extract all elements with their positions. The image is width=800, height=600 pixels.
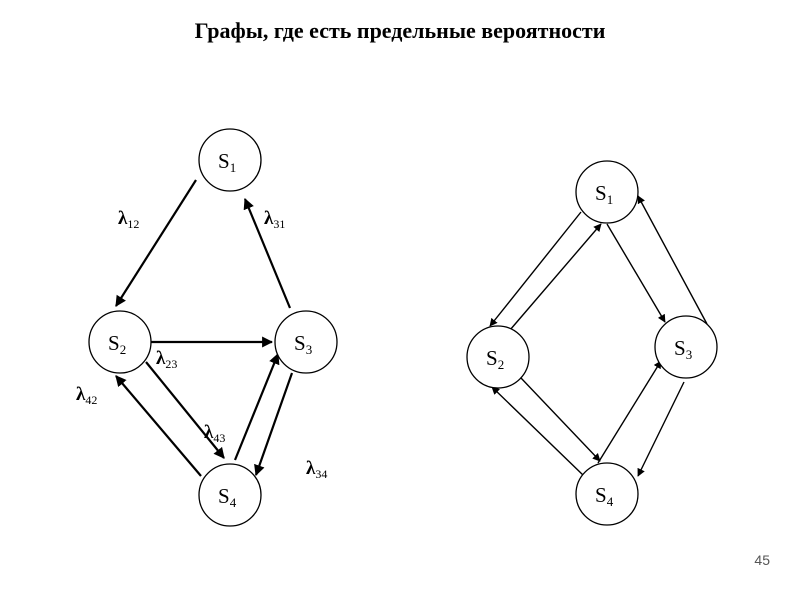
edge-s3-s1: [637, 195, 708, 325]
node-s1: S1: [198, 128, 262, 192]
edge-s4-s3: [233, 352, 280, 461]
edge-label-23: λ23: [156, 348, 177, 371]
node-label: S4: [218, 484, 237, 510]
edge-s2-s1: [509, 223, 602, 331]
edge-s4-s2: [115, 375, 202, 477]
node-circle: [654, 315, 718, 379]
edge-label-31: λ31: [264, 208, 285, 231]
edge-s3-s1: [243, 197, 292, 309]
edge-s1-s2: [489, 211, 582, 327]
edge-label-42: λ42: [76, 384, 97, 407]
node-s3: S3: [274, 310, 338, 374]
node-label: S3: [294, 331, 312, 357]
edge-s3-s4: [637, 381, 685, 477]
node-s4: S4: [575, 462, 639, 526]
node-circle: [198, 463, 262, 527]
edge-s1-s2: [115, 179, 197, 307]
edge-s2-s4: [520, 377, 601, 462]
edge-s4-s3: [597, 360, 662, 464]
edge-s2-s4: [145, 361, 225, 459]
node-s3: S3: [654, 315, 718, 379]
edge-label-34: λ34: [306, 458, 327, 481]
slide-title: Графы, где есть предельные вероятности: [194, 18, 606, 43]
node-circle: [575, 160, 639, 224]
page-number: 45: [754, 552, 770, 568]
node-s2: S2: [88, 310, 152, 374]
node-circle: [88, 310, 152, 374]
node-s1: S1: [575, 160, 639, 224]
node-label: S2: [486, 346, 504, 372]
node-label: S2: [108, 331, 126, 357]
node-s4: S4: [198, 463, 262, 527]
node-label: S4: [595, 483, 614, 509]
node-label: S1: [218, 149, 236, 175]
edge-s1-s3: [606, 223, 666, 323]
node-s2: S2: [466, 325, 530, 389]
edge-s3-s4: [254, 372, 294, 477]
node-label: S1: [595, 181, 613, 207]
node-circle: [575, 462, 639, 526]
edge-label-12: λ12: [118, 208, 139, 231]
node-circle: [198, 128, 262, 192]
edge-s4-s2: [491, 386, 585, 477]
node-label: S3: [674, 336, 692, 362]
node-circle: [466, 325, 530, 389]
node-circle: [274, 310, 338, 374]
edge-label-43: λ43: [204, 422, 225, 445]
